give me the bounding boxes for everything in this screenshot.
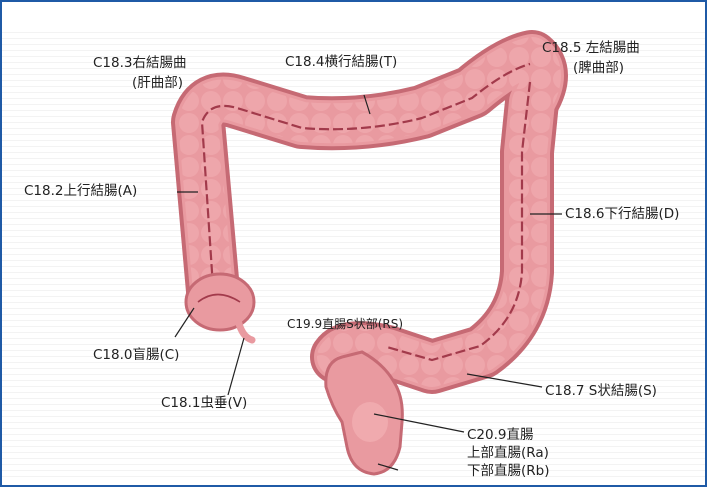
label-cecum: C18.0盲腸(C) [93,346,179,363]
label-descending-colon: C18.6下行結腸(D) [565,206,679,222]
label-rectosigmoid: C19.9直腸S状部(RS) [287,316,403,331]
label-splenic-flexure: C18.5 左結腸曲 [542,40,640,56]
label-splenic-flexure-sub: (脾曲部) [573,60,624,76]
colon-body [186,57,541,474]
label-hepatic-flexure: C18.3右結腸曲 [93,55,187,71]
label-hepatic-flexure-sub: (肝曲部) [132,75,183,91]
label-transverse-colon: C18.4横行結腸(T) [285,54,397,70]
label-rectum: C20.9直腸 [467,427,534,443]
label-sigmoid-colon: C18.7 S状結腸(S) [545,383,657,399]
label-upper-rectum: 上部直腸(Ra) [467,445,549,461]
label-ascending-colon: C18.2上行結腸(A) [24,183,137,199]
label-appendix: C18.1虫垂(V) [161,395,247,411]
label-lower-rectum: 下部直腸(Rb) [467,463,549,479]
